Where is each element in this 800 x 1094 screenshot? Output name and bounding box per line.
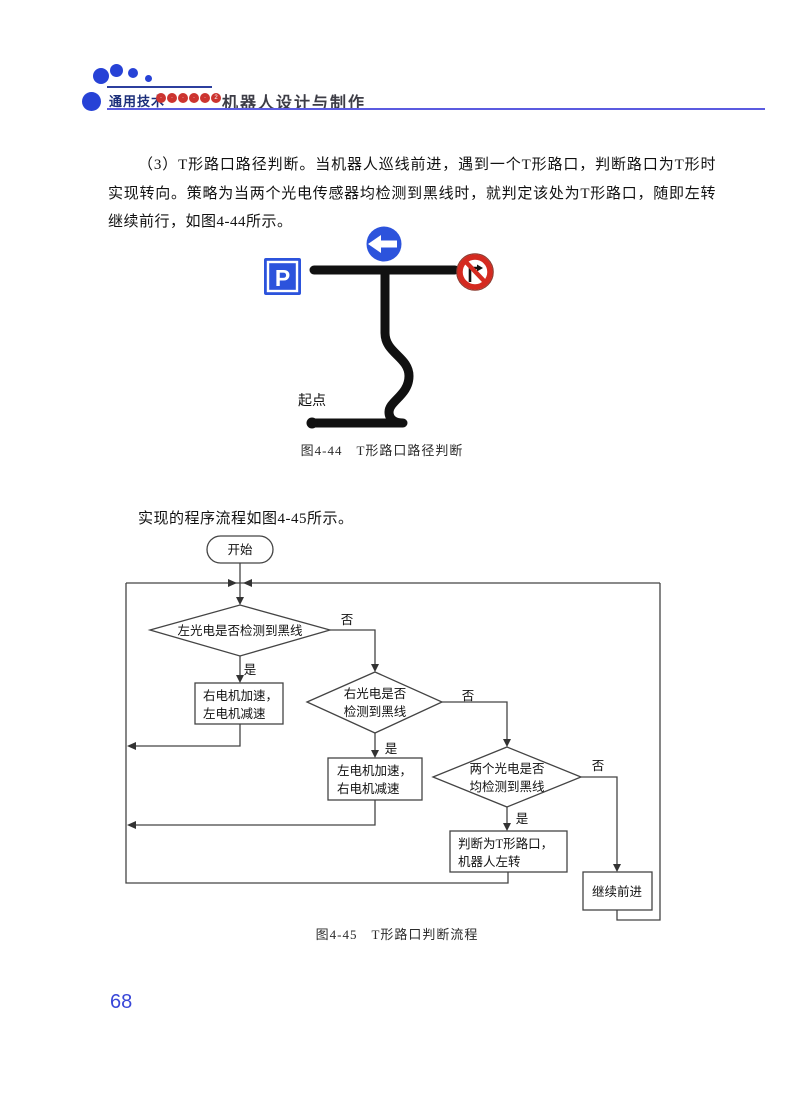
flow-decision-both-sensors <box>431 746 583 808</box>
connector-r1-merge <box>130 724 241 747</box>
road-curved-path <box>309 265 414 428</box>
arrowhead-merge-r2 <box>127 821 136 829</box>
series-badge: 2 <box>211 93 221 103</box>
loop-left-line <box>125 583 509 884</box>
logo-dot-large <box>82 92 101 111</box>
no-right-turn-sign <box>456 253 494 291</box>
start-point-dot <box>306 417 318 429</box>
arrowhead-into-r3 <box>503 823 511 831</box>
flow-d3-yes-label: 是 <box>516 812 529 826</box>
arrowhead-into-r2 <box>371 750 379 758</box>
flow-d2-line1: 右光电是否 <box>344 686 407 701</box>
loop-right-line <box>616 583 661 921</box>
flow-decision-left-sensor <box>147 604 333 657</box>
flow-d2-no-label: 否 <box>462 689 475 703</box>
flow-d3-line1: 两个光电是否 <box>469 762 544 776</box>
flow-start-node <box>206 535 274 564</box>
paragraph-t-junction: （3）T形路口路径判断。当机器人巡线前进，遇到一个T形路口，判断路口为T形时实现… <box>108 157 716 230</box>
connector-d2-no <box>442 701 508 744</box>
parking-sign: P <box>264 258 301 295</box>
flow-d1-label: 左光电是否检测到黑线 <box>177 623 303 638</box>
flow-d1-yes-label: 是 <box>244 663 257 677</box>
left-arrow-icon <box>368 235 397 253</box>
arrowhead-into-r1 <box>236 675 244 683</box>
arrowhead-into-d3 <box>503 739 511 747</box>
logo-dot-2 <box>93 68 109 84</box>
flow-r2-line2: 右电机减速 <box>337 781 400 796</box>
arrowhead-left-feedback <box>228 579 237 587</box>
origin-label: 起点 <box>298 393 326 409</box>
figure-4-45-flowchart: 开始 左光电是否检测到黑线 右电机加速， 左电机减速 右光电是否 检测到黑线 左… <box>125 535 661 921</box>
arrowhead-merge-r1 <box>127 742 136 750</box>
arrowhead-into-d1 <box>236 597 244 605</box>
series-label: 通用技术 <box>109 94 166 109</box>
series-badge: · <box>178 93 188 103</box>
series-badge: · <box>200 93 210 103</box>
connector-r2-merge <box>130 800 376 826</box>
flow-d3-no-label: 否 <box>592 759 605 773</box>
flow-r1-line1: 右电机加速， <box>203 688 278 703</box>
flow-process-right-motor <box>194 682 284 725</box>
figure-4-44-road-diagram: P 起点 <box>264 226 494 429</box>
header-rule-top <box>107 86 212 88</box>
figure-4-44-caption: 图4-44 T形路口路径判断 <box>300 443 464 458</box>
flow-d1-no-label: 否 <box>341 613 354 627</box>
logo-dot-5 <box>145 75 152 82</box>
flow-r3-line1: 判断为T形路口， <box>458 836 553 851</box>
arrowhead-right-feedback <box>243 579 252 587</box>
flow-d2-line2: 检测到黑线 <box>344 704 407 719</box>
series-badge: · <box>156 93 166 103</box>
turn-left-sign <box>366 226 402 262</box>
series-badge: · <box>189 93 199 103</box>
connector-d3-no <box>581 776 618 869</box>
connector-d1-no <box>330 629 376 669</box>
flow-process-left-motor <box>327 757 423 801</box>
arrowhead-into-d2 <box>371 664 379 672</box>
flow-decision-right-sensor <box>305 671 444 734</box>
flow-r2-line1: 左电机加速， <box>337 763 412 778</box>
book-title: 机器人设计与制作 <box>222 95 367 112</box>
flow-r1-line2: 左电机减速 <box>203 706 266 721</box>
flow-r4-label: 继续前进 <box>592 884 643 899</box>
logo-dot-4 <box>128 68 138 78</box>
series-badges: · · · · · 2 <box>156 93 221 103</box>
series-badge: · <box>167 93 177 103</box>
flow-d3-line2: 均检测到黑线 <box>469 779 545 794</box>
parking-sign-letter: P <box>275 265 290 291</box>
figure-4-45-caption: 图4-45 T形路口判断流程 <box>315 927 479 942</box>
flow-d2-yes-label: 是 <box>385 742 398 756</box>
paragraph-flow-intro: 实现的程序流程如图4-45所示。 <box>138 511 354 527</box>
header-rule-bottom <box>107 108 765 110</box>
right-turn-arrowhead <box>477 264 483 272</box>
flow-start-label: 开始 <box>227 543 253 557</box>
flow-process-continue <box>582 871 653 911</box>
arrowhead-into-r4 <box>613 864 621 872</box>
flow-r3-line2: 机器人左转 <box>458 854 521 869</box>
logo-dot-3 <box>110 64 123 77</box>
page-number: 68 <box>110 991 133 1013</box>
prohibition-slash <box>463 259 488 285</box>
flow-process-turn-left <box>449 830 568 873</box>
